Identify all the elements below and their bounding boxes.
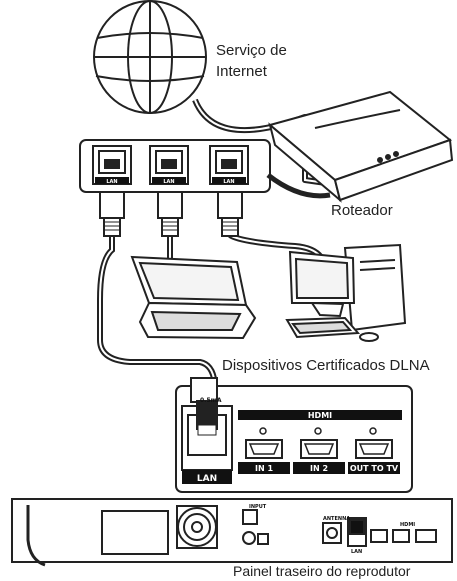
- laptop-icon: [130, 255, 257, 340]
- ethernet-plug: [99, 191, 125, 237]
- player-hdmi-label: HDMI: [400, 522, 415, 528]
- internet-label-line2: Internet: [216, 63, 268, 80]
- router-icon: [267, 90, 454, 203]
- router-label: Roteador: [331, 202, 393, 219]
- hdmi-port-label: OUT TO TV: [350, 464, 399, 473]
- ethernet-plug: [217, 191, 243, 237]
- rear-panel-zoom: LAN 0.5mA HDMI IN 1 IN 2 OUT TO TV: [175, 377, 413, 493]
- hdmi-port: IN 2: [293, 427, 345, 474]
- globe-icon: [93, 0, 207, 114]
- player-rear: [11, 498, 453, 567]
- lan-port: LAN: [92, 145, 132, 185]
- hdmi-header: HDMI: [308, 411, 332, 420]
- hdmi-port: OUT TO TV: [348, 427, 400, 474]
- ethernet-plug: [157, 191, 183, 237]
- lan-port-label: LAN: [197, 474, 217, 484]
- dlna-label: Dispositivos Certificados DLNA: [222, 357, 430, 374]
- player-input-label: INPUT: [249, 504, 267, 510]
- internet-label-line1: Serviço de: [216, 42, 287, 59]
- lan-port-label: LAN: [163, 179, 174, 185]
- hdmi-port-label: IN 2: [310, 464, 328, 473]
- player-lan-label: LAN: [351, 549, 362, 555]
- lan-port: LAN: [149, 145, 189, 185]
- current-label: 0.5mA: [200, 397, 222, 404]
- network-switch: LAN LAN LAN: [79, 139, 271, 193]
- player-antenna-label: ANTENNA: [323, 516, 350, 522]
- lan-port: LAN: [209, 145, 249, 185]
- rear-panel-label: Painel traseiro do reprodutor: [233, 563, 411, 579]
- desktop-pc-icon: [285, 243, 407, 342]
- hdmi-port-label: IN 1: [255, 464, 273, 473]
- lan-port-label: LAN: [223, 179, 234, 185]
- lan-port-label: LAN: [106, 179, 117, 185]
- hdmi-port: IN 1: [238, 427, 290, 474]
